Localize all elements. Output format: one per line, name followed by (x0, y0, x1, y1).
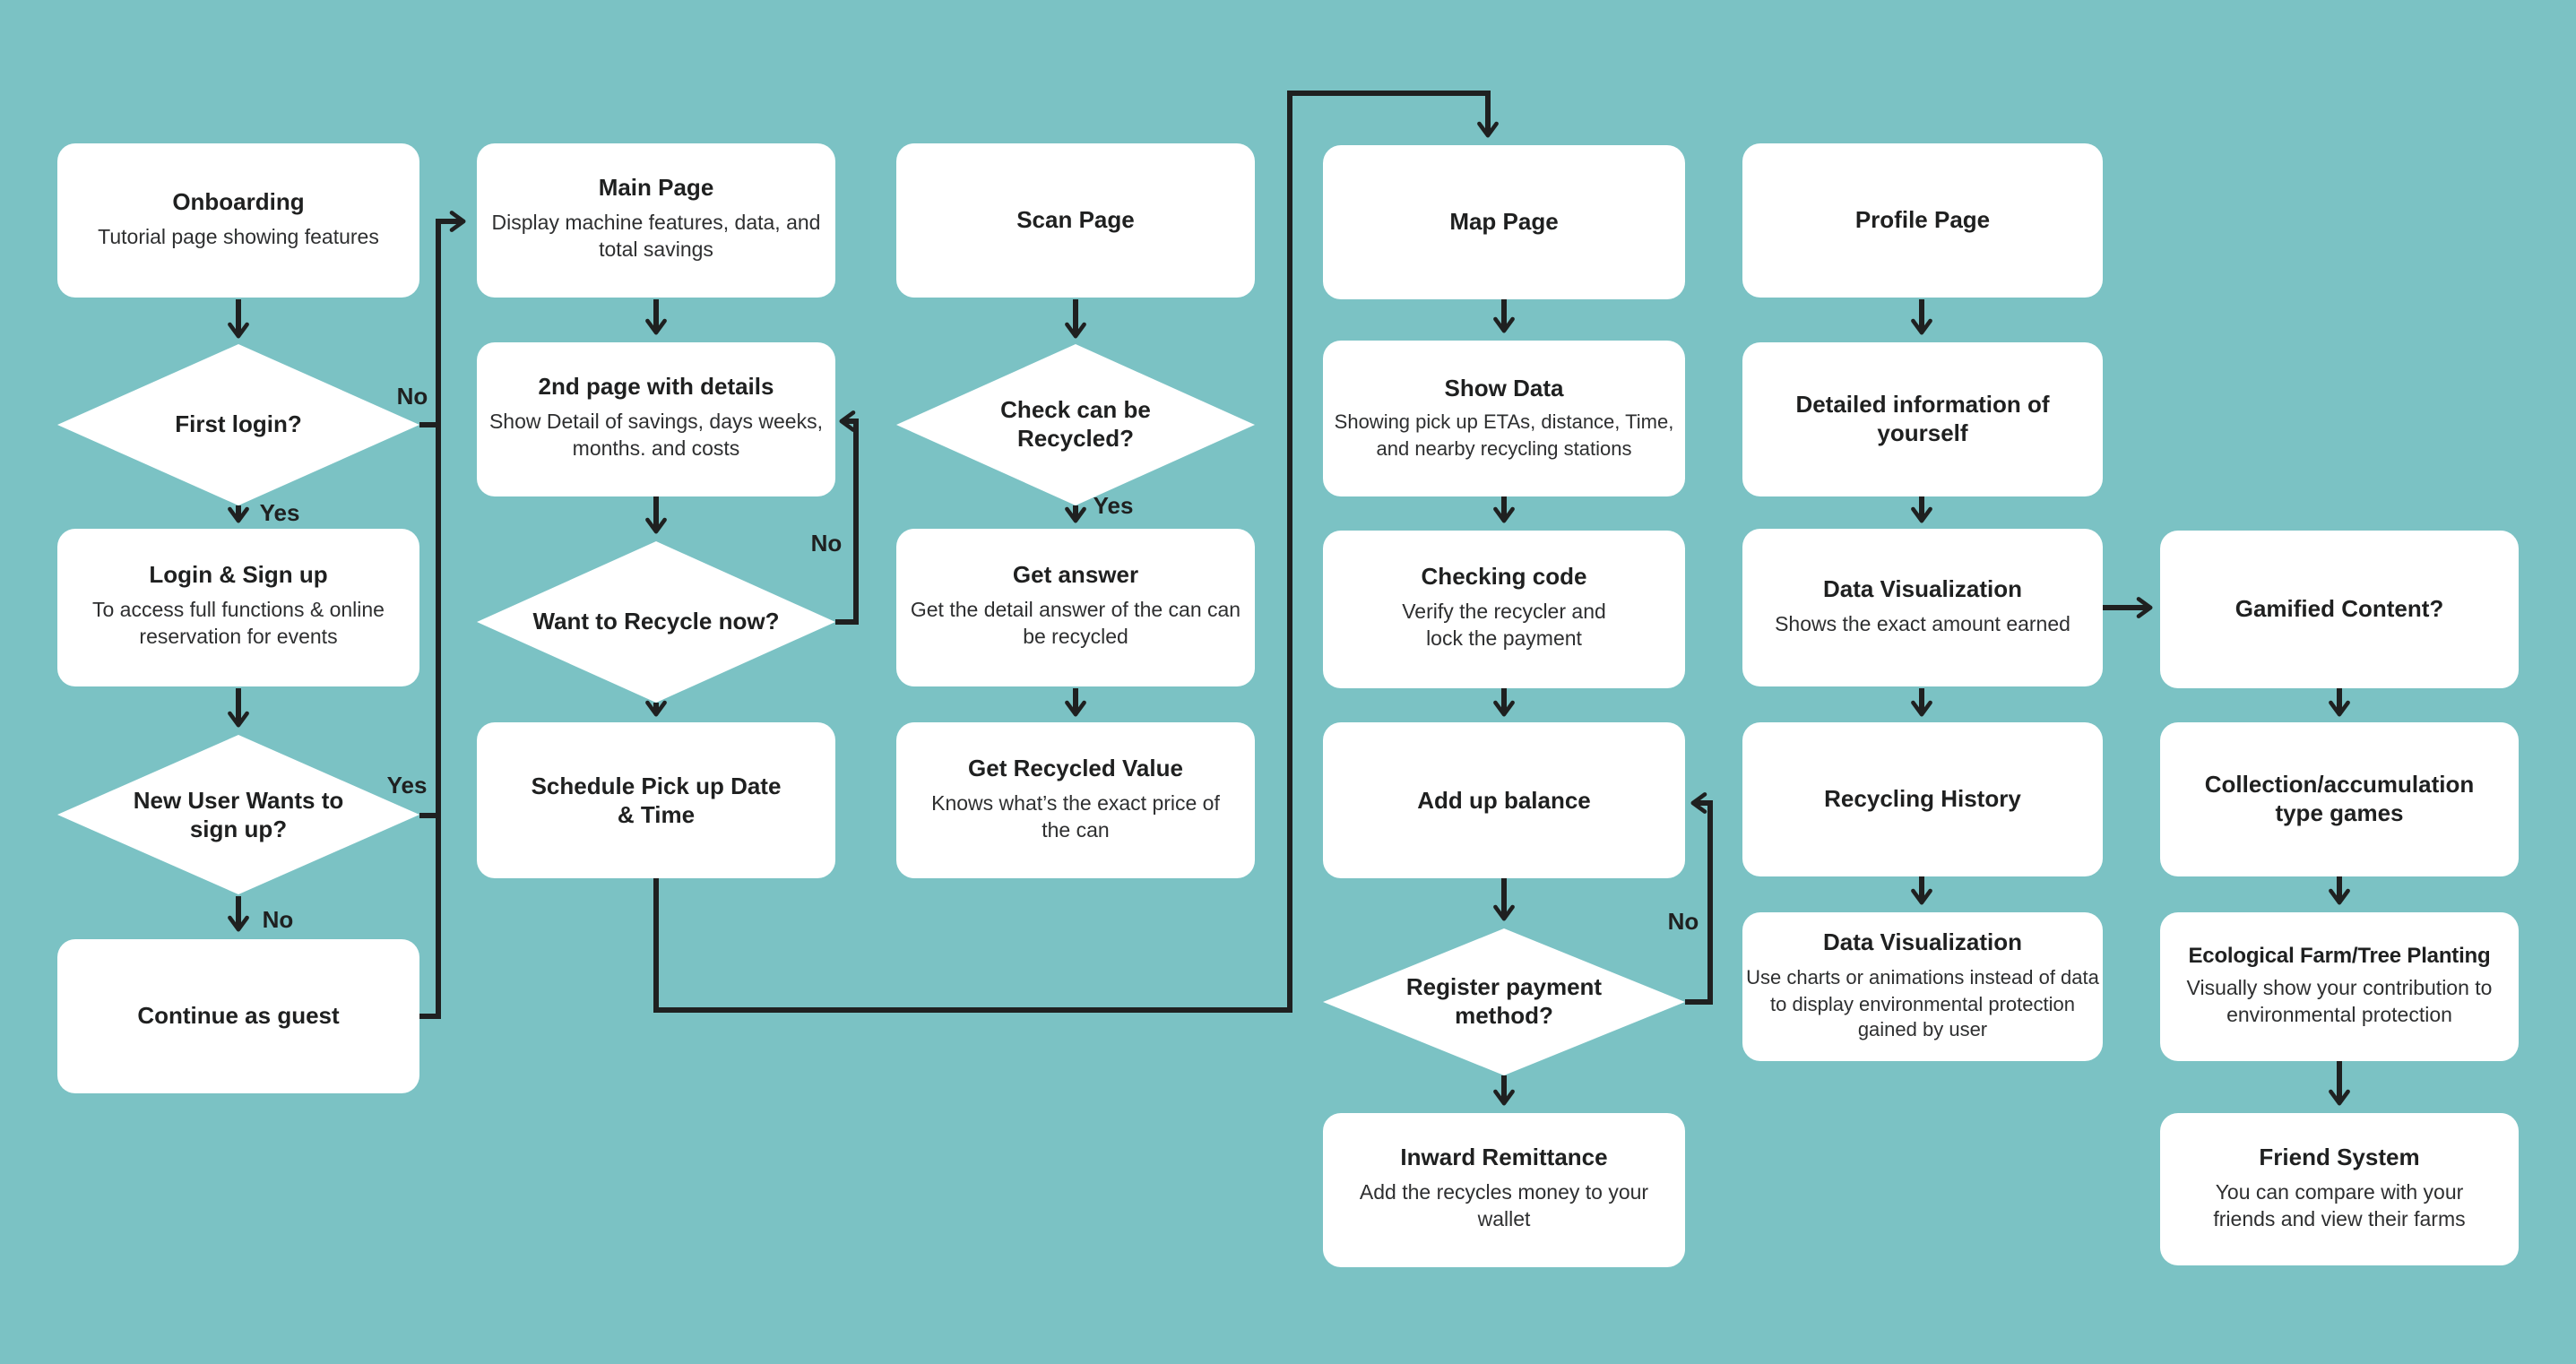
node-desc: Get the detail answer of the can can be … (910, 600, 1241, 650)
node-login-signup: Login & Sign up To access full functions… (57, 529, 419, 686)
node-desc: Showing pick up ETAs, distance, Time, an… (1334, 412, 1674, 461)
node-friend-system: Friend System You can compare with your … (2160, 1113, 2519, 1265)
node-desc: Display machine features, data, and tota… (491, 213, 821, 263)
node-title: Get answer (1012, 561, 1139, 589)
node-continue-guest: Continue as guest (57, 939, 419, 1093)
node-title: Collection/accumulation type games (2204, 771, 2475, 826)
node-eco-farm: Ecological Farm/Tree Planting Visually s… (2160, 912, 2519, 1061)
node-desc: Knows what’s the exact price of the can (931, 793, 1220, 842)
node-title: Detailed information of yourself (1795, 391, 2050, 446)
edge-label-first-login-no: No (396, 383, 428, 410)
node-title: 2nd page with details (538, 373, 774, 401)
node-desc: Show Detail of savings, days weeks, mont… (488, 412, 823, 462)
node-title: Scan Page (1016, 206, 1135, 234)
node-recycling-history: Recycling History (1742, 722, 2103, 876)
node-title: Continue as guest (137, 1002, 340, 1030)
node-scan-page: Scan Page (896, 143, 1255, 298)
node-desc: Tutorial page showing features (98, 227, 379, 249)
node-profile-page: Profile Page (1742, 143, 2103, 298)
node-title: Schedule Pick up Date & Time (531, 772, 782, 827)
edge-want-recycle-no-loop (835, 410, 859, 625)
node-get-recycled-value: Get Recycled Value Knows what’s the exac… (896, 722, 1255, 878)
node-title: New User Wants to sign up? (133, 786, 344, 842)
node-title: Recycling History (1824, 785, 2021, 813)
node-title: Check can be Recycled? (1000, 396, 1151, 452)
node-desc: Visually show your contribution to envir… (2186, 979, 2493, 1028)
node-show-data: Show Data Showing pick up ETAs, distance… (1323, 341, 1685, 496)
node-detailed-info: Detailed information of yourself (1742, 342, 2103, 496)
node-title: Map Page (1449, 208, 1559, 236)
node-map-page: Map Page (1323, 145, 1685, 299)
edge-label-want-recycle-no: No (810, 530, 843, 557)
node-desc: Shows the exact amount earned (1775, 614, 2070, 636)
edge-register-no-loop (1685, 792, 1713, 1005)
node-title: Login & Sign up (149, 561, 328, 589)
node-desc: Add the recycles money to your wallet (1359, 1183, 1649, 1232)
node-title: Checking code (1421, 563, 1587, 591)
node-get-answer: Get answer Get the detail answer of the … (896, 529, 1255, 686)
edge-label-first-login-yes: Yes (259, 499, 300, 526)
node-title: Gamified Content? (2235, 595, 2444, 623)
node-data-viz-earnings: Data Visualization Shows the exact amoun… (1742, 529, 2103, 686)
node-title: Add up balance (1417, 786, 1591, 814)
node-title: Main Page (598, 174, 714, 202)
node-main-page: Main Page Display machine features, data… (477, 143, 835, 298)
node-add-up-balance: Add up balance (1323, 722, 1685, 878)
node-title: Get Recycled Value (968, 754, 1183, 781)
node-desc: Use charts or animations instead of data… (1746, 968, 2099, 1042)
node-title: Onboarding (172, 187, 305, 215)
node-desc: You can compare with your friends and vi… (2213, 1182, 2466, 1231)
node-title: Show Data (1444, 374, 1564, 401)
node-desc: To access full functions & online reserv… (91, 600, 385, 650)
edge-label-register-payment-no: No (1667, 908, 1699, 935)
node-title: First login? (175, 410, 302, 438)
node-inward-remittance: Inward Remittance Add the recycles money… (1323, 1113, 1685, 1267)
node-title: Profile Page (1854, 206, 1991, 234)
node-second-page: 2nd page with details Show Detail of sav… (477, 342, 835, 496)
node-title: Data Visualization (1822, 574, 2022, 602)
node-title: Inward Remittance (1400, 1144, 1608, 1171)
edge-label-new-user-no: No (262, 906, 294, 933)
node-title: Ecological Farm/Tree Planting (2188, 942, 2491, 968)
node-title: Register payment method? (1405, 973, 1603, 1029)
node-data-viz-environment: Data Visualization Use charts or animati… (1742, 912, 2103, 1061)
node-gamified-content: Gamified Content? (2160, 531, 2519, 688)
node-title: Friend System (2259, 1143, 2420, 1170)
node-desc: Verify the recycler and lock the payment (1402, 602, 1606, 652)
edge-label-check-recycled-yes: Yes (1093, 492, 1134, 519)
edge-schedule-to-map-page (653, 91, 1499, 1013)
node-onboarding: Onboarding Tutorial page showing feature… (57, 143, 419, 298)
node-collection-games: Collection/accumulation type games (2160, 722, 2519, 876)
node-schedule-pickup: Schedule Pick up Date & Time (477, 722, 835, 878)
edge-trunk-to-main-page (436, 211, 466, 1019)
edge-label-new-user-yes: Yes (386, 772, 428, 799)
node-title: Data Visualization (1822, 928, 2022, 956)
node-title: Want to Recycle now? (532, 608, 780, 635)
node-checking-code: Checking code Verify the recycler and lo… (1323, 531, 1685, 688)
